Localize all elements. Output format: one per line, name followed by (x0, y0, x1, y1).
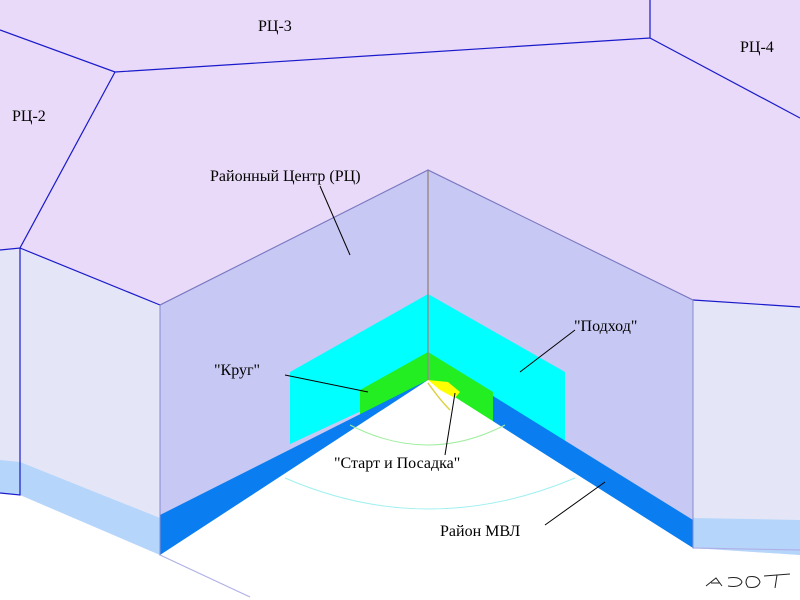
left-side-band (0, 460, 160, 555)
floor (160, 380, 693, 597)
signature-mark (705, 573, 791, 589)
label-rc4: РЦ-4 (740, 39, 774, 56)
takeoff-track (427, 382, 451, 411)
label-mvl-area: Район МВЛ (440, 523, 520, 540)
label-rc3: РЦ-3 (258, 18, 292, 35)
label-takeoff-landing: "Старт и Посадка" (334, 455, 460, 472)
label-circle: "Круг" (214, 362, 260, 379)
label-approach: "Подход" (574, 318, 637, 335)
leader-lines (284, 185, 606, 526)
right-side-wall (693, 300, 800, 555)
rc-top-left-edge (159, 169, 429, 306)
outer-region-top (0, 0, 800, 307)
takeoff-landing-zone (428, 380, 460, 398)
outer-ring (284, 477, 576, 510)
mvl-band-right-thick (493, 396, 693, 548)
label-district-center: Районный Центр (РЦ) (210, 168, 361, 185)
rc-top-right-edge (427, 169, 694, 301)
label-rc2: РЦ-2 (12, 108, 46, 125)
circle-zone (360, 352, 493, 425)
mvl-band-left-thick (160, 420, 360, 550)
inner-ring (349, 424, 506, 446)
right-side-band (693, 518, 800, 555)
